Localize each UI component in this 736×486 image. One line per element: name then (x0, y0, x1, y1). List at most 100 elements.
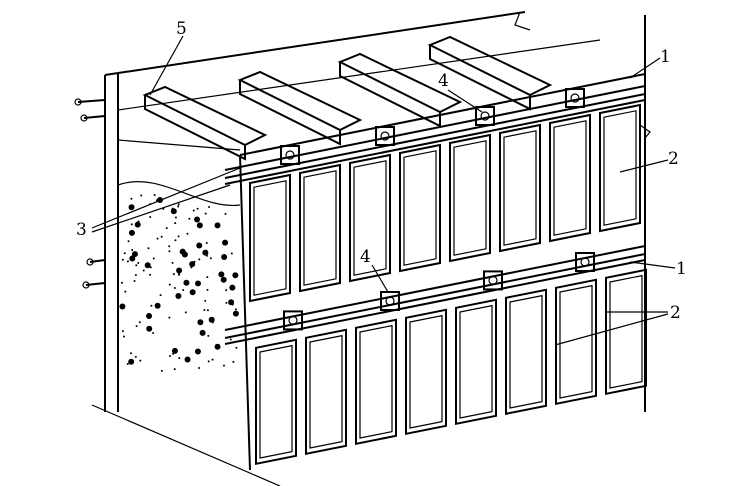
soil-particle (232, 310, 239, 317)
formwork-panel (349, 153, 391, 283)
soil-particle (177, 235, 180, 238)
soil-particle (225, 289, 228, 292)
soil-particle (188, 217, 191, 220)
panel-inner (509, 294, 543, 409)
soil-particle (222, 364, 225, 367)
soil-particle (216, 226, 219, 229)
soil-particle (173, 286, 176, 289)
clamp (375, 126, 395, 146)
soil-particle (140, 194, 143, 197)
soil-particle (209, 257, 212, 260)
soil-particle (197, 319, 204, 326)
soil-particle (214, 222, 221, 229)
clamp-bolt (285, 150, 295, 160)
soil-particle (129, 255, 136, 262)
clamp-bolt (480, 111, 490, 121)
soil-particle (174, 216, 177, 219)
soil-particle (131, 251, 138, 258)
soil-particle (131, 248, 134, 251)
soil-particle (183, 279, 190, 286)
beam (427, 35, 553, 111)
soil-particle (198, 258, 201, 261)
clamp (565, 88, 585, 108)
formwork-panel (555, 278, 597, 406)
soil-particle (149, 215, 152, 218)
label-panel-bottom: 2 (670, 303, 681, 323)
rail-line (224, 253, 646, 339)
soil-particle (119, 303, 126, 310)
soil-particle (224, 212, 227, 215)
soil-particle (160, 369, 163, 372)
soil-particle (146, 312, 153, 319)
panel-inner (253, 180, 287, 296)
soil-particle (127, 240, 130, 243)
soil-particle (171, 347, 178, 354)
soil-particle (179, 248, 186, 255)
beam (337, 52, 463, 128)
soil-particle (126, 260, 129, 263)
formwork-panel (355, 318, 397, 446)
clamp-bolt (580, 257, 590, 267)
soil-particle (211, 358, 214, 361)
soil-particle (207, 334, 210, 337)
panel-inner (359, 324, 393, 439)
soil-particle (130, 352, 133, 355)
soil-particle (184, 311, 187, 314)
soil-particle (176, 267, 183, 274)
soil-particle (123, 252, 126, 255)
formwork-panel (549, 113, 591, 243)
formwork-panel (305, 328, 347, 456)
soil-particle (160, 235, 163, 238)
soil-particle (193, 260, 196, 263)
soil-particle (222, 239, 229, 246)
soil-particle (153, 194, 156, 197)
rail-line (224, 85, 646, 171)
soil-particle (199, 329, 206, 336)
soil-particle (154, 302, 161, 309)
front-frame (239, 73, 646, 471)
formwork-panel (299, 163, 341, 293)
soil-particle (220, 276, 227, 283)
soil-particle (232, 272, 239, 279)
soil-particle (202, 249, 209, 256)
clamp-bolt (488, 275, 498, 285)
soil-particle (196, 222, 203, 229)
soil-particle (182, 289, 185, 292)
soil-particle (144, 262, 151, 269)
rail-line (224, 259, 646, 345)
soil-particle (205, 242, 208, 245)
formwork-panel (255, 338, 297, 466)
label-beam: 5 (176, 19, 187, 39)
clamp-bolt (385, 296, 395, 306)
soil-particle (168, 245, 171, 248)
label-rail-bottom: 1 (676, 259, 687, 279)
soil-particle (194, 348, 201, 355)
soil-particle (134, 273, 137, 276)
clamp (575, 252, 595, 272)
soil-particle (208, 316, 215, 323)
soil-particle (121, 330, 124, 333)
panel-inner (353, 160, 387, 276)
soil-particle (177, 203, 180, 206)
formwork-panel (605, 268, 647, 396)
back-wall (91, 11, 651, 486)
soil-particle (186, 232, 189, 235)
soil-particle (178, 273, 181, 276)
beam (237, 70, 363, 146)
soil-particle (204, 212, 207, 215)
soil-particle (171, 207, 174, 210)
soil-particle (228, 299, 235, 306)
soil-particle (229, 284, 236, 291)
panel-inner (303, 170, 337, 286)
panel-inner (503, 130, 537, 246)
soil-particle (152, 331, 155, 334)
rail-line (224, 99, 646, 185)
soil-particle (184, 356, 191, 363)
soil-particle (189, 261, 196, 268)
soil-particle (147, 327, 150, 330)
soil-particle (174, 222, 177, 225)
panel-inner (453, 140, 487, 256)
soil-particle (134, 221, 141, 228)
soil-particle (177, 205, 180, 208)
formwork-panel (455, 298, 497, 426)
